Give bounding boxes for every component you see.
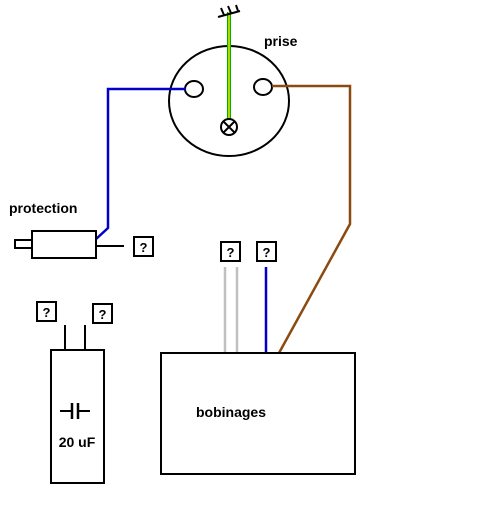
- unknown-marker-text: ?: [227, 245, 235, 260]
- unknown-marker-text: ?: [140, 240, 148, 255]
- brown-wire: [272, 84, 352, 354]
- unknown-marker-blue-wire: ?: [256, 241, 277, 262]
- blue-wire-phase: [94, 87, 186, 241]
- fuse-body: [31, 230, 97, 259]
- socket-right-hole: [253, 78, 273, 96]
- capacitor-value-label: 20 uF: [59, 434, 96, 450]
- earth-pin-icon: [220, 118, 238, 136]
- unknown-marker-protection: ?: [133, 236, 154, 257]
- unknown-marker-capacitor-left: ?: [36, 301, 57, 322]
- unknown-marker-grey-wires: ?: [220, 241, 241, 262]
- socket-left-hole: [184, 80, 204, 98]
- earth-symbol-icon: [217, 4, 241, 18]
- unknown-marker-text: ?: [99, 307, 107, 322]
- protection-label: protection: [9, 200, 77, 216]
- bobinages-box: [160, 352, 356, 475]
- bobinages-label: bobinages: [196, 404, 266, 420]
- capacitor: 20 uF: [50, 325, 105, 484]
- protection-fuse: [14, 230, 124, 259]
- unknown-marker-text: ?: [43, 305, 51, 320]
- prise-label: prise: [264, 33, 298, 49]
- unknown-marker-capacitor-right: ?: [92, 303, 113, 324]
- capacitor-symbol-icon: [60, 403, 90, 419]
- earth-wire: [217, 4, 241, 120]
- fuse-pin: [14, 239, 33, 249]
- unknown-marker-text: ?: [263, 245, 271, 260]
